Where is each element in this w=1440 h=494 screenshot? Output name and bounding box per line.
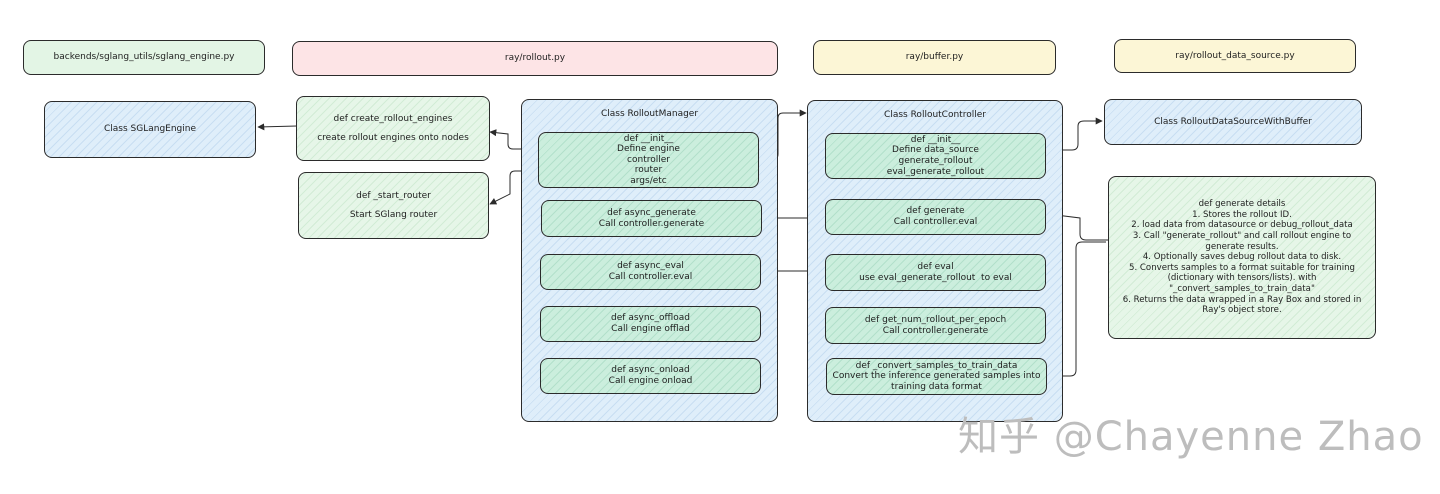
init-line: controller [627, 154, 670, 165]
async-onload-box: def async_onload Call engine onload [540, 358, 761, 394]
file-header-label: ray/rollout.py [504, 53, 566, 63]
init-line: Define engine [617, 144, 680, 155]
async-eval-box: def async_eval Call controller.eval [540, 254, 761, 290]
async-offload-box: def async_offload Call engine offlad [540, 306, 761, 342]
function-signature: def async_onload [611, 365, 690, 375]
function-description: Convert the inference generated samples … [832, 371, 1041, 382]
init-line: generate_rollout [898, 156, 973, 166]
function-description: training data format [891, 381, 982, 392]
arrow-router-to-start-router [489, 170, 640, 205]
line-convert-to-details [1048, 241, 1106, 377]
function-description: Call controller.generate [598, 218, 705, 229]
class-title: Class SGLangEngine [103, 124, 197, 134]
arrow-engine-to-create [489, 129, 622, 150]
init-line: router [634, 165, 663, 176]
init-line: Define data_source [892, 145, 979, 156]
function-signature: def eval [917, 261, 954, 272]
file-header-rollout: ray/rollout.py [292, 41, 778, 76]
function-description: Call engine offlad [611, 324, 690, 334]
details-step: 6. Returns the data wrapped in a Ray Box… [1122, 294, 1362, 316]
watermark: 知乎 @Chayenne Zhao [958, 414, 1424, 460]
function-signature: def async_generate [607, 207, 696, 218]
function-signature: def get_num_rollout_per_epoch [864, 314, 1007, 325]
convert-samples-box: def _convert_samples_to_train_data Conve… [826, 358, 1047, 395]
file-header-label: ray/rollout_data_source.py [1175, 50, 1295, 61]
arrow-data-source-to-buffer-class [1000, 117, 1103, 151]
function-signature: def async_offload [611, 313, 690, 323]
details-step: 1. Stores the rollout ID. [1192, 209, 1292, 220]
async-generate-box: def async_generate Call controller.gener… [541, 200, 762, 237]
start-router-box: def _start_router Start SGlang router [298, 172, 489, 239]
init-line: def __init__ [910, 134, 961, 145]
init-line: eval_generate_rollout [886, 166, 985, 177]
file-header-label: ray/buffer.py [905, 52, 964, 62]
details-step: 5. Converts samples to a format suitable… [1129, 262, 1355, 294]
function-signature: def _convert_samples_to_train_data [855, 360, 1018, 371]
class-title: Class RolloutController [884, 110, 986, 120]
function-signature: def _start_router [356, 190, 431, 201]
init-line: def __init__ [623, 133, 674, 144]
file-header-label: backends/sglang_utils/sglang_engine.py [53, 52, 235, 62]
function-description: Call controller.eval [608, 272, 693, 282]
function-description: Start SGlang router [349, 209, 438, 220]
file-header-rollout-data-source: ray/rollout_data_source.py [1114, 39, 1356, 73]
function-description: Call controller.eval [893, 217, 978, 227]
function-description: Call engine onload [608, 376, 693, 386]
arrow-details-to-generate [1047, 211, 1108, 241]
file-header-buffer: ray/buffer.py [813, 40, 1056, 75]
class-rollout-data-source-box: Class RolloutDataSourceWithBuffer [1104, 99, 1362, 145]
function-description: create rollout engines onto nodes [317, 132, 469, 143]
generate-box: def generate Call controller.eval [825, 199, 1046, 235]
function-signature: def generate [906, 206, 965, 216]
details-step: 3. Call "generate_rollout" and call roll… [1132, 231, 1352, 252]
create-rollout-engines-box: def create_rollout_engines create rollou… [296, 96, 490, 161]
class-title: Class RolloutDataSourceWithBuffer [1154, 116, 1312, 127]
details-step: 4. Optionally saves debug rollout data t… [1142, 252, 1342, 263]
get-num-rollout-box: def get_num_rollout_per_epoch Call contr… [825, 307, 1046, 344]
function-signature: def create_rollout_engines [333, 113, 453, 124]
generate-details-box: def generate details 1. Stores the rollo… [1108, 176, 1376, 339]
class-title: Class RolloutManager [600, 109, 699, 119]
init-line: args/etc [630, 175, 667, 186]
class-sglang-engine-box: Class SGLangEngine [44, 101, 256, 158]
function-signature: def async_eval [617, 261, 684, 271]
function-description: Call controller.generate [882, 325, 989, 336]
file-header-sglang-engine: backends/sglang_utils/sglang_engine.py [23, 40, 265, 75]
details-title: def generate details [1198, 199, 1286, 210]
rollout-controller-init-box: def __init__ Define data_source generate… [825, 133, 1046, 179]
function-description: use eval_generate_rollout to eval [859, 272, 1012, 283]
eval-box: def eval use eval_generate_rollout to ev… [825, 254, 1046, 291]
arrow-create-to-sglang [257, 123, 298, 131]
details-step: 2. load data from datasource or debug_ro… [1131, 220, 1353, 231]
rollout-manager-init-box: def __init__ Define engine controller ro… [538, 132, 759, 188]
